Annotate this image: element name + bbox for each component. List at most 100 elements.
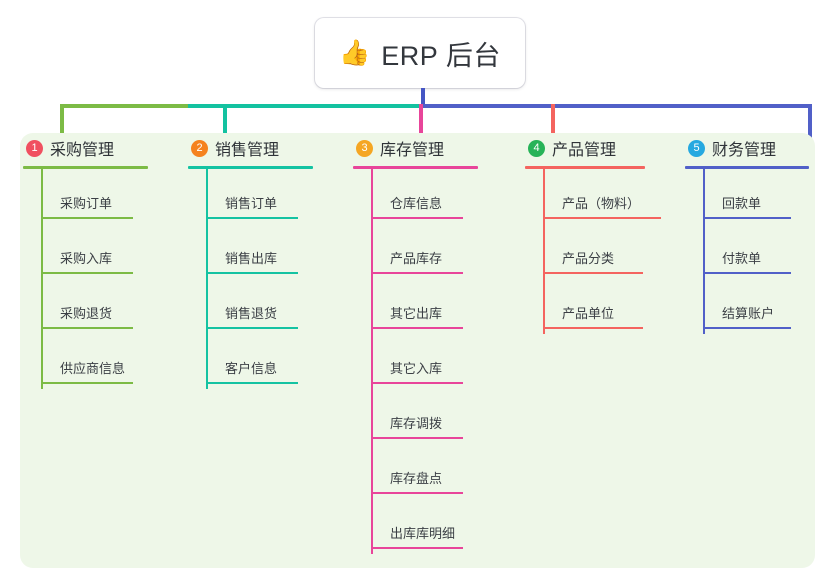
leaf-rule (543, 272, 643, 274)
leaf-node[interactable]: 付款单 (685, 224, 835, 279)
leaf-node[interactable]: 采购退货 (23, 279, 173, 334)
leaf-rule (206, 382, 298, 384)
drop-connector-5 (808, 104, 812, 140)
root-stem-connector (421, 88, 425, 106)
branch-title-2: 销售管理 (215, 142, 280, 159)
branch-body-1: 采购订单采购入库采购退货供应商信息 (23, 169, 173, 389)
branch-badge-1: 1 (26, 139, 43, 157)
thumbs-up-icon: 👍 (339, 38, 371, 67)
leaf-node[interactable]: 销售退货 (188, 279, 338, 334)
branch-badge-4: 4 (528, 139, 545, 157)
leaf-node[interactable]: 采购入库 (23, 224, 173, 279)
branch-spine-5 (703, 169, 705, 334)
leaf-rule (41, 382, 133, 384)
leaf-rule (371, 492, 463, 494)
leaf-node[interactable]: 销售出库 (188, 224, 338, 279)
leaf-rule (703, 272, 791, 274)
leaf-label: 产品（物料） (562, 196, 641, 211)
leaf-node[interactable]: 产品单位 (525, 279, 675, 334)
leaf-label: 付款单 (722, 251, 762, 266)
leaf-node[interactable]: 供应商信息 (23, 334, 173, 389)
leaf-rule (543, 327, 643, 329)
branch-spine-3 (371, 169, 373, 554)
branch-title-5: 财务管理 (712, 142, 777, 159)
leaf-rule (206, 217, 298, 219)
leaf-rule (371, 217, 463, 219)
leaf-rule (41, 217, 133, 219)
leaf-label: 产品单位 (562, 306, 615, 321)
leaf-label: 销售退货 (225, 306, 278, 321)
branch-badge-5: 5 (688, 139, 705, 157)
drop-connector-2 (223, 104, 227, 140)
leaf-node[interactable]: 库存盘点 (353, 444, 503, 499)
leaf-label: 采购退货 (60, 306, 113, 321)
leaf-label: 采购订单 (60, 196, 113, 211)
leaf-node[interactable]: 出库库明细 (353, 499, 503, 554)
branch-header-rule-4 (525, 166, 645, 169)
branch-body-4: 产品（物料） 产品分类产品单位 (525, 169, 675, 334)
leaf-node[interactable]: 其它入库 (353, 334, 503, 389)
branch-column-2: 2 销售管理销售订单销售出库销售退货客户信息 (188, 133, 338, 389)
leaf-node[interactable]: 结算账户 (685, 279, 835, 334)
leaf-node[interactable]: 其它出库 (353, 279, 503, 334)
leaf-rule (206, 327, 298, 329)
leaf-label: 仓库信息 (390, 196, 443, 211)
leaf-node[interactable]: 采购订单 (23, 169, 173, 224)
leaf-label: 产品库存 (390, 251, 443, 266)
leaf-node[interactable]: 销售订单 (188, 169, 338, 224)
leaf-node[interactable]: 产品分类 (525, 224, 675, 279)
branch-title-1: 采购管理 (50, 142, 115, 159)
branch-header-rule-3 (353, 166, 478, 169)
leaf-node[interactable]: 回款单 (685, 169, 835, 224)
drop-connector-4 (551, 104, 555, 140)
leaf-label: 出库库明细 (390, 526, 456, 541)
branch-header-rule-5 (685, 166, 809, 169)
leaf-label: 库存调拨 (390, 416, 443, 431)
leaf-label: 结算账户 (722, 306, 775, 321)
leaf-rule (41, 327, 133, 329)
drop-connector-1 (60, 104, 64, 140)
leaf-node[interactable]: 客户信息 (188, 334, 338, 389)
leaf-label: 客户信息 (225, 361, 278, 376)
leaf-node[interactable]: 库存调拨 (353, 389, 503, 444)
root-node-content: 👍 ERP 后台 (339, 34, 501, 73)
branch-spine-1 (41, 169, 43, 389)
branch-column-1: 1 采购管理采购订单采购入库采购退货供应商信息 (23, 133, 173, 389)
leaf-rule (41, 272, 133, 274)
branch-badge-2: 2 (191, 139, 208, 157)
branch-spine-4 (543, 169, 545, 334)
branch-badge-3: 3 (356, 139, 373, 157)
bus-connector-blue (419, 104, 812, 108)
branch-column-5: 5 财务管理回款单付款单结算账户 (685, 133, 835, 334)
branch-header-rule-2 (188, 166, 313, 169)
leaf-rule (371, 272, 463, 274)
leaf-node[interactable]: 产品（物料） (525, 169, 675, 224)
leaf-rule (371, 382, 463, 384)
leaf-label: 回款单 (722, 196, 762, 211)
branch-body-2: 销售订单销售出库销售退货客户信息 (188, 169, 338, 389)
branch-header-1[interactable]: 1 采购管理 (23, 133, 173, 163)
branch-body-5: 回款单付款单结算账户 (685, 169, 835, 334)
leaf-label: 销售出库 (225, 251, 278, 266)
root-node[interactable]: 👍 ERP 后台 (315, 18, 525, 88)
leaf-rule (371, 437, 463, 439)
branch-header-5[interactable]: 5 财务管理 (685, 133, 835, 163)
branch-spine-2 (206, 169, 208, 389)
leaf-rule (703, 327, 791, 329)
branch-body-3: 仓库信息产品库存其它出库其它入库库存调拨库存盘点出库库明细 (353, 169, 503, 554)
leaf-label: 其它入库 (390, 361, 443, 376)
leaf-label: 库存盘点 (390, 471, 443, 486)
leaf-label: 采购入库 (60, 251, 113, 266)
bus-connector-teal (188, 104, 422, 108)
leaf-node[interactable]: 仓库信息 (353, 169, 503, 224)
leaf-rule (543, 217, 661, 219)
leaf-rule (371, 547, 463, 549)
leaf-rule (703, 217, 791, 219)
leaf-node[interactable]: 产品库存 (353, 224, 503, 279)
branch-header-2[interactable]: 2 销售管理 (188, 133, 338, 163)
